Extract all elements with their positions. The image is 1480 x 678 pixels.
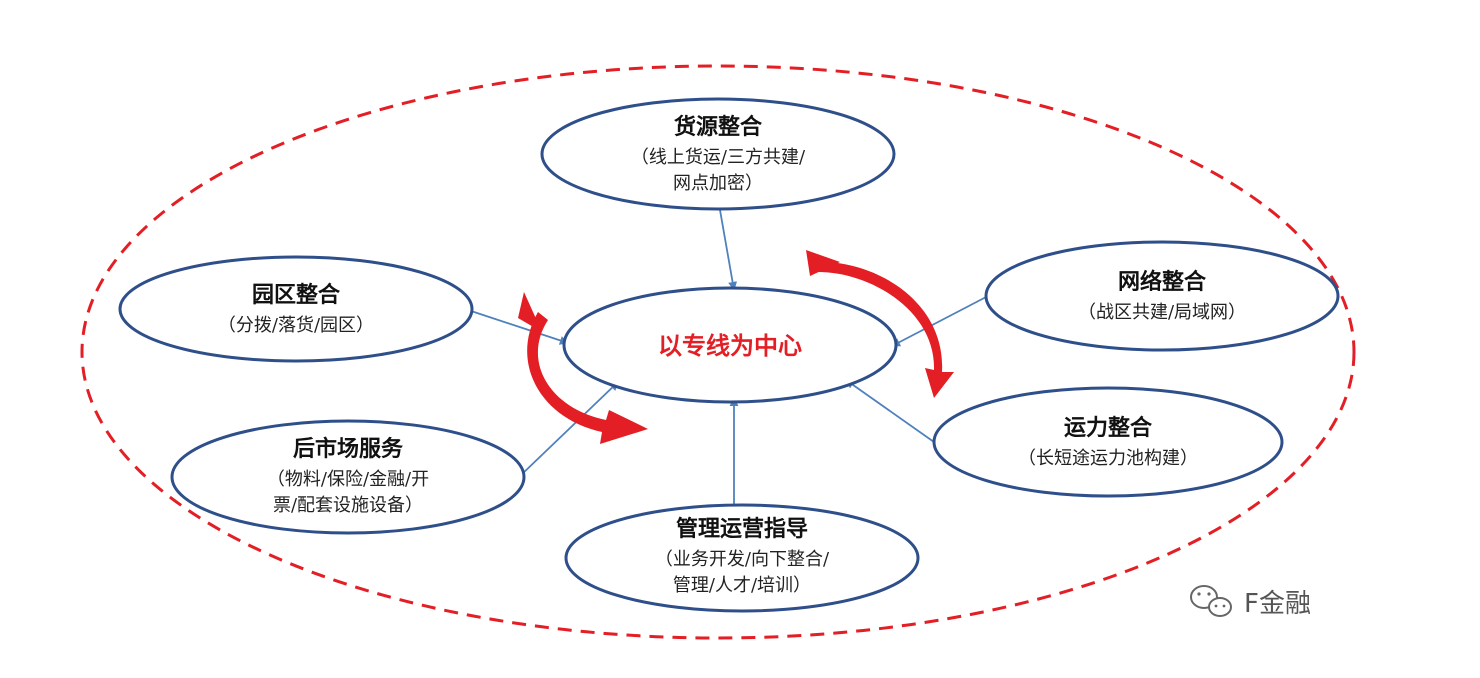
node-network-title: 网络整合 — [1118, 269, 1207, 295]
node-park-title: 园区整合 — [252, 282, 341, 308]
node-network-line-1: （战区共建/局域网） — [1078, 302, 1246, 323]
node-cargo-line-2: 网点加密） — [673, 173, 763, 194]
connector-capacity — [845, 379, 935, 443]
outer-dashed-boundary — [80, 64, 1356, 640]
node-management-line-2: 管理/人才/培训） — [673, 575, 811, 596]
node-aftermarket-line-1: （物料/保险/金融/开 — [267, 469, 429, 490]
cycle-arrow-left — [527, 312, 648, 444]
node-cargo: 货源整合 （线上货运/三方共建/ 网点加密） — [540, 97, 896, 211]
cycle-arrows — [518, 250, 954, 444]
connector-park — [467, 309, 569, 345]
node-aftermarket-title: 后市场服务 — [293, 436, 404, 462]
connector-cargo — [719, 209, 738, 291]
connector-aftermarket — [519, 381, 619, 477]
node-management-line-1: （业务开发/向下整合/ — [655, 549, 830, 570]
node-aftermarket-line-2: 票/配套设施设备） — [273, 495, 423, 516]
center-title: 以专线为中心 — [658, 331, 802, 360]
connectors — [467, 209, 989, 505]
node-aftermarket: 后市场服务 （物料/保险/金融/开 票/配套设施设备） — [170, 419, 526, 535]
node-capacity: 运力整合 （长短途运力池构建） — [932, 386, 1284, 498]
cycle-arrow-right-head — [806, 250, 840, 276]
node-park-line-1: （分拨/落货/园区） — [218, 315, 374, 336]
center-node: 以专线为中心 — [562, 286, 898, 404]
node-capacity-title: 运力整合 — [1064, 415, 1153, 441]
node-cargo-title: 货源整合 — [674, 114, 763, 140]
wechat-icon — [1190, 585, 1232, 617]
watermark-text: F金融 — [1244, 589, 1311, 619]
watermark: F金融 — [1190, 585, 1311, 619]
node-park: 园区整合 （分拨/落货/园区） — [118, 255, 474, 363]
connector-network — [891, 295, 989, 347]
node-network: 网络整合 （战区共建/局域网） — [984, 240, 1340, 352]
cycle-arrow-left-head — [518, 292, 542, 332]
node-capacity-line-1: （长短途运力池构建） — [1018, 448, 1198, 469]
cycle-arrow-right — [812, 261, 954, 398]
node-management: 管理运营指导 （业务开发/向下整合/ 管理/人才/培训） — [564, 503, 920, 613]
node-management-title: 管理运营指导 — [676, 516, 808, 542]
node-cargo-line-1: （线上货运/三方共建/ — [631, 147, 806, 168]
